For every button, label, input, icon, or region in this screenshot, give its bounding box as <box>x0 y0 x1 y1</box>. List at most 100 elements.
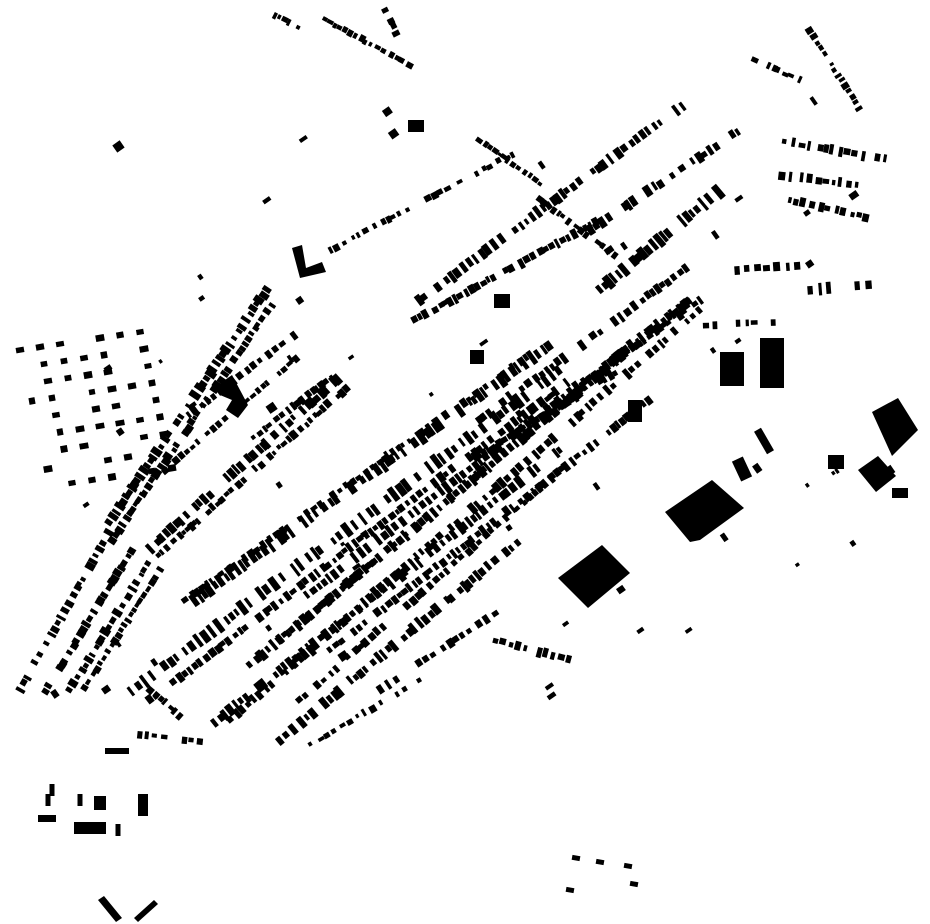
building <box>248 693 258 704</box>
building <box>257 460 267 470</box>
building <box>450 444 459 454</box>
building <box>288 658 299 670</box>
building <box>198 379 208 389</box>
building <box>548 363 557 372</box>
building <box>482 140 490 149</box>
building <box>328 592 335 600</box>
building <box>151 733 158 738</box>
building <box>46 631 57 639</box>
building <box>473 170 480 178</box>
building <box>74 822 106 834</box>
building <box>531 205 544 219</box>
building <box>282 590 293 602</box>
building <box>327 246 334 255</box>
building <box>125 509 134 518</box>
building <box>547 241 556 251</box>
building <box>557 400 567 411</box>
building <box>348 609 357 618</box>
building <box>325 694 335 704</box>
building <box>390 521 400 532</box>
building <box>304 609 316 621</box>
building <box>404 499 411 507</box>
building <box>223 365 233 375</box>
building <box>429 651 437 659</box>
building <box>488 237 500 251</box>
building <box>450 558 458 567</box>
building <box>522 455 533 467</box>
building <box>114 631 124 640</box>
building <box>185 666 195 676</box>
building <box>341 383 351 394</box>
building <box>411 579 419 589</box>
building <box>463 288 471 298</box>
building <box>236 322 248 332</box>
building <box>531 175 540 184</box>
building <box>316 499 325 510</box>
building <box>392 675 401 684</box>
building <box>788 171 793 183</box>
building <box>381 106 393 118</box>
building <box>222 472 232 483</box>
building <box>605 429 612 436</box>
building <box>138 674 151 689</box>
building <box>508 503 517 514</box>
building <box>159 430 169 438</box>
building <box>505 442 515 453</box>
building <box>198 294 206 302</box>
building <box>754 427 774 455</box>
building <box>506 481 519 494</box>
building <box>597 158 609 171</box>
building <box>322 731 331 740</box>
building <box>731 456 753 482</box>
building <box>319 598 329 608</box>
building <box>378 622 388 632</box>
building <box>696 295 705 305</box>
building <box>406 557 414 566</box>
building <box>160 456 172 467</box>
building <box>227 611 237 622</box>
building <box>469 395 479 405</box>
building <box>190 519 198 527</box>
building <box>512 474 526 489</box>
building <box>459 542 468 551</box>
building <box>38 815 56 822</box>
building <box>355 534 365 543</box>
building <box>339 521 354 538</box>
building <box>207 502 217 512</box>
building <box>265 624 273 632</box>
building <box>429 453 444 470</box>
building <box>471 388 482 399</box>
building <box>109 642 115 648</box>
building <box>493 441 505 454</box>
building <box>843 147 851 156</box>
building <box>528 251 537 261</box>
building <box>481 165 488 172</box>
building <box>501 266 509 275</box>
building <box>616 354 623 361</box>
building <box>621 411 633 423</box>
building <box>837 146 844 158</box>
building <box>15 686 26 695</box>
building <box>99 591 109 600</box>
building <box>474 136 484 145</box>
building <box>41 687 51 696</box>
building <box>446 523 456 533</box>
building <box>95 422 105 430</box>
building <box>456 178 463 185</box>
building <box>591 221 601 231</box>
building <box>249 392 257 400</box>
building <box>165 655 178 668</box>
building <box>209 717 219 728</box>
building <box>569 228 580 240</box>
building <box>349 627 359 637</box>
building <box>511 225 520 235</box>
building <box>125 552 132 560</box>
building <box>138 491 147 499</box>
building <box>417 427 428 438</box>
building <box>424 546 435 558</box>
building <box>270 344 280 354</box>
building <box>84 678 92 686</box>
building <box>145 685 156 696</box>
building <box>605 369 616 381</box>
building <box>587 330 598 341</box>
